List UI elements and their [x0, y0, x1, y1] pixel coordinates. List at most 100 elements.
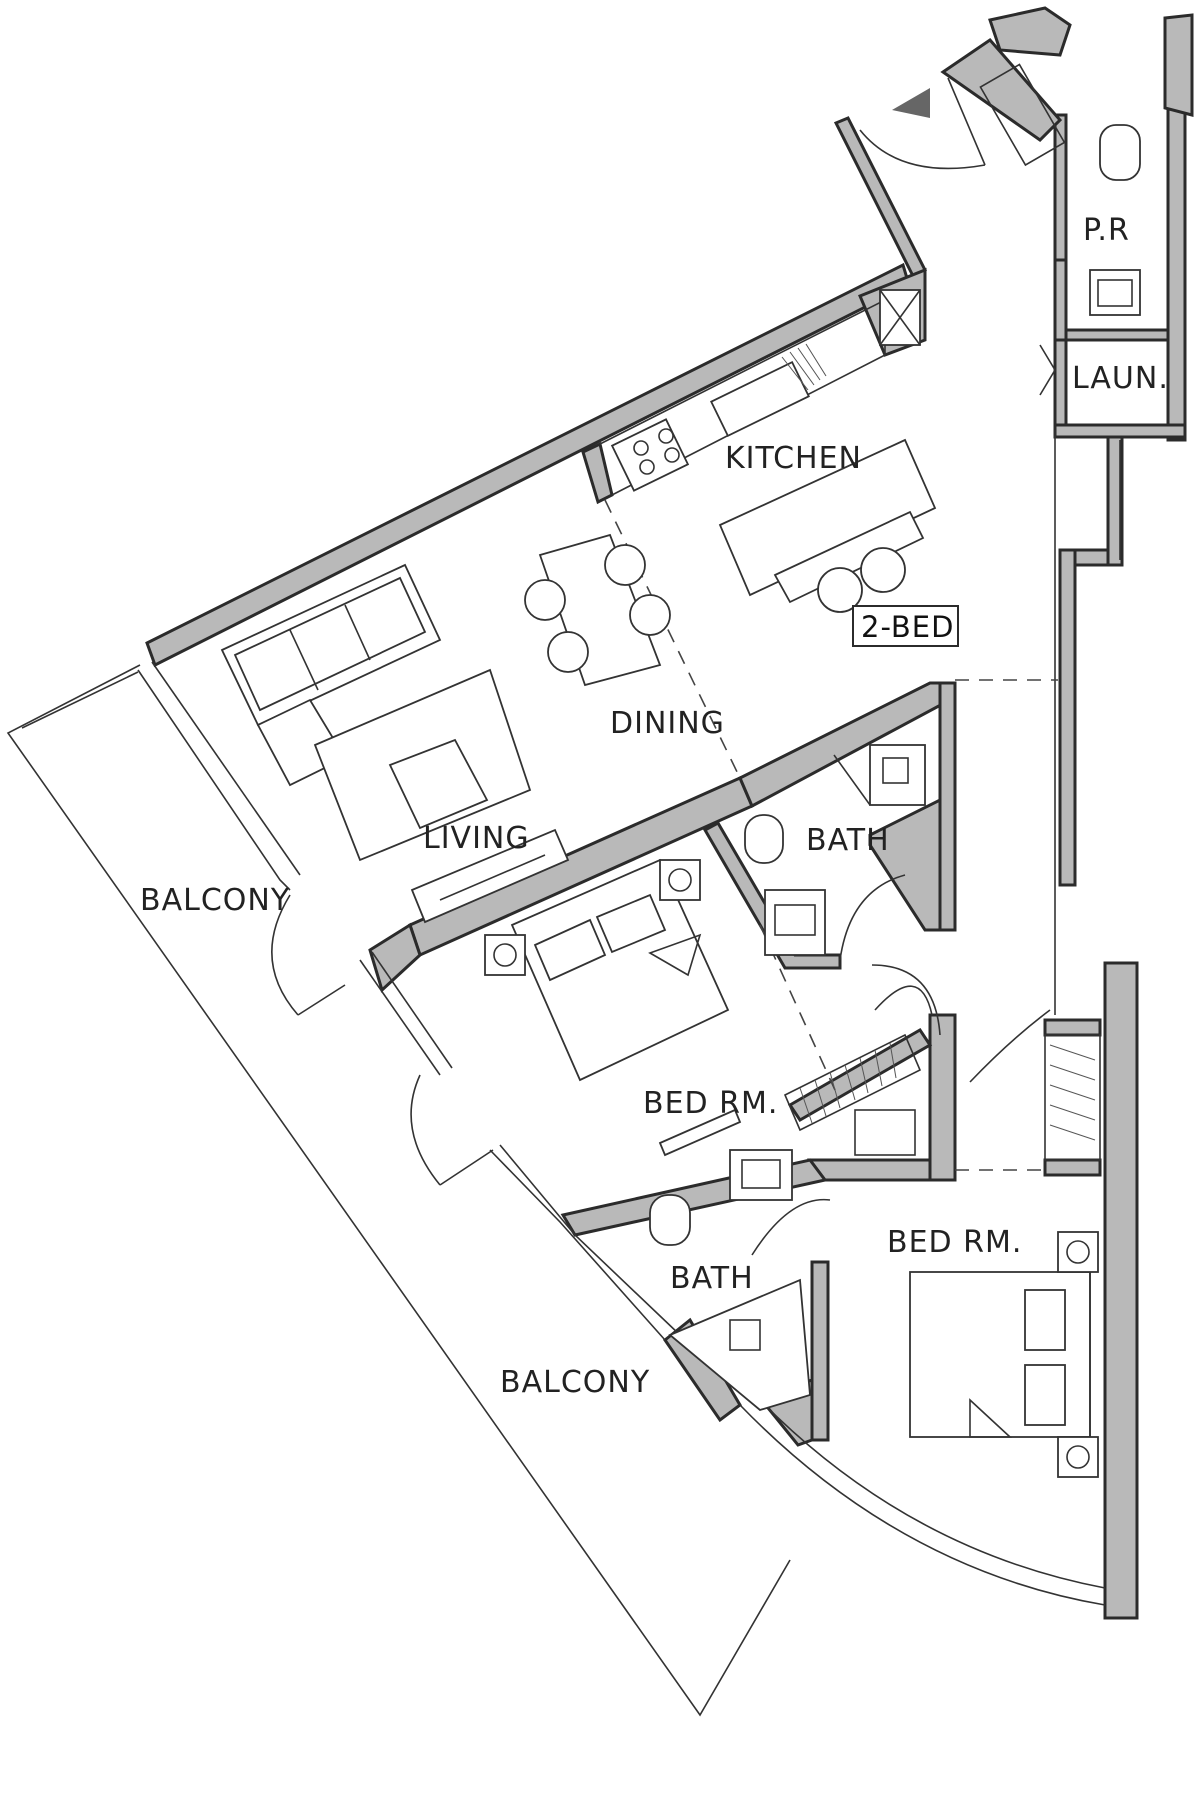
room-labels: P.R LAUN. KITCHEN DINING LIVING BATH BED…: [140, 213, 1169, 1400]
drainboard: [781, 343, 827, 391]
wall-east-corridor: [1058, 548, 1077, 887]
door-entrance-leaf: [947, 77, 986, 166]
chair-icon: [547, 631, 589, 673]
unit-badge-label: 2-BED: [861, 610, 954, 644]
wall-pr-side: [1053, 258, 1068, 342]
sink-icon: [710, 360, 810, 438]
room-label-bath-2: BATH: [670, 1261, 754, 1296]
nightstand-icon: [659, 859, 701, 901]
bath2-glazing-2: [499, 1144, 681, 1336]
living-glazing-2: [151, 661, 301, 876]
room-label-bedroom-2: BED RM.: [887, 1225, 1022, 1260]
door-entrance: [859, 129, 986, 170]
bedroom1-glazing: [359, 959, 441, 1076]
outlines: [6, 430, 1121, 1717]
bath1-fixtures: [744, 744, 926, 956]
curved-glazing-inner: [754, 1394, 1106, 1589]
coffee-table: [388, 738, 489, 830]
door-balcony1: [271, 894, 299, 1016]
nightstand-icon: [484, 934, 526, 976]
doors: [271, 77, 1056, 1256]
chair-icon: [604, 544, 646, 586]
entry-closet: [979, 63, 1066, 167]
wall-east-bedroom: [1103, 961, 1139, 1620]
bedroom1-glazing-2: [371, 951, 453, 1069]
wall-laun-bottom: [1053, 423, 1187, 439]
wall-entrance-roof: [988, 6, 1072, 57]
room-label-bedroom-1: BED RM.: [643, 1086, 778, 1121]
door-bath2: [751, 1198, 831, 1256]
bath2-fixtures: [649, 1149, 811, 1412]
kitchen-island: [718, 438, 937, 597]
wall-bath1-right: [938, 681, 957, 932]
desk: [658, 1108, 742, 1157]
walls: [145, 6, 1194, 1620]
pillow-icon: [533, 918, 607, 982]
door-closet: [871, 964, 941, 1036]
unit-badge: 2-BED: [852, 605, 959, 647]
sofa-cushions: [233, 576, 427, 712]
balcony1-inner: [21, 671, 139, 729]
chair-icon: [524, 579, 566, 621]
room-label-balcony-1: BALCONY: [140, 883, 290, 918]
bedroom1-set: [484, 858, 742, 1157]
stool-icon: [860, 547, 906, 593]
shower-icon: [668, 1278, 811, 1412]
wall-kitchen-entry: [833, 116, 928, 279]
room-label-bath-1: BATH: [806, 823, 890, 858]
nightstand-icon: [1057, 1231, 1099, 1273]
wall-core-right: [1166, 106, 1187, 442]
island-counter: [773, 510, 925, 604]
room-label-powder-room: P.R: [1083, 213, 1130, 248]
room-label-dining: DINING: [610, 706, 725, 741]
door-laun: [1039, 344, 1056, 396]
curved-glazing-outer: [739, 1404, 1106, 1606]
door-bedroom1-balcony-leaf: [439, 1149, 494, 1186]
toilet-icon: [1099, 124, 1141, 181]
pillow-icon: [595, 893, 667, 954]
wall-bath1-shower: [868, 797, 942, 932]
wall-wardrobe-bottom: [1043, 1158, 1102, 1177]
wardrobe-closet: [783, 1033, 922, 1156]
shower-icon: [869, 744, 926, 806]
door-bath1: [839, 874, 906, 961]
door-bedroom2: [969, 1009, 1051, 1083]
door-bedroom1: [874, 985, 933, 1016]
wall-kitchen-divider: [581, 441, 614, 505]
entrance-arrow-icon: [892, 88, 930, 118]
wall-center-stub: [368, 922, 422, 993]
living-glazing: [137, 669, 291, 891]
door-balcony1-leaf: [297, 984, 346, 1016]
living-set: [220, 563, 570, 924]
wardrobe-bedroom2: [1044, 1034, 1101, 1161]
room-label-kitchen: KITCHEN: [725, 441, 862, 476]
door-bedroom1-balcony: [410, 1074, 441, 1186]
service-fixtures: [979, 63, 1141, 316]
room-label-balcony-2: BALCONY: [500, 1365, 650, 1400]
stool-icon: [817, 567, 863, 613]
chair-icon: [629, 594, 671, 636]
wall-north-corner: [1163, 13, 1194, 117]
pillow-icon: [1024, 1364, 1066, 1426]
room-label-laundry: LAUN.: [1072, 361, 1169, 396]
bath2-glazing: [489, 1149, 666, 1341]
balcony1-outline: [6, 664, 791, 1717]
vanity-icon: [764, 889, 826, 956]
wall-wardrobe-top: [1043, 1018, 1102, 1037]
wall-closet-right: [928, 1013, 957, 1182]
bedroom2-set: [909, 1231, 1099, 1478]
wall-entrance: [940, 38, 1063, 142]
wall-pr-bottom: [1053, 328, 1170, 342]
toilet-icon: [744, 814, 784, 864]
wall-east-corridor-right: [1106, 435, 1124, 567]
bed-icon: [510, 858, 730, 1082]
wall-bath2-right: [810, 1260, 830, 1442]
dining-set: [524, 533, 671, 687]
toilet-icon: [649, 1194, 691, 1246]
wall-closet-bottom: [807, 1158, 932, 1182]
cooktop-icon: [610, 418, 690, 492]
kitchen-fixtures: [599, 289, 937, 613]
room-label-living: LIVING: [423, 821, 530, 856]
nightstand-icon: [1057, 1436, 1099, 1478]
